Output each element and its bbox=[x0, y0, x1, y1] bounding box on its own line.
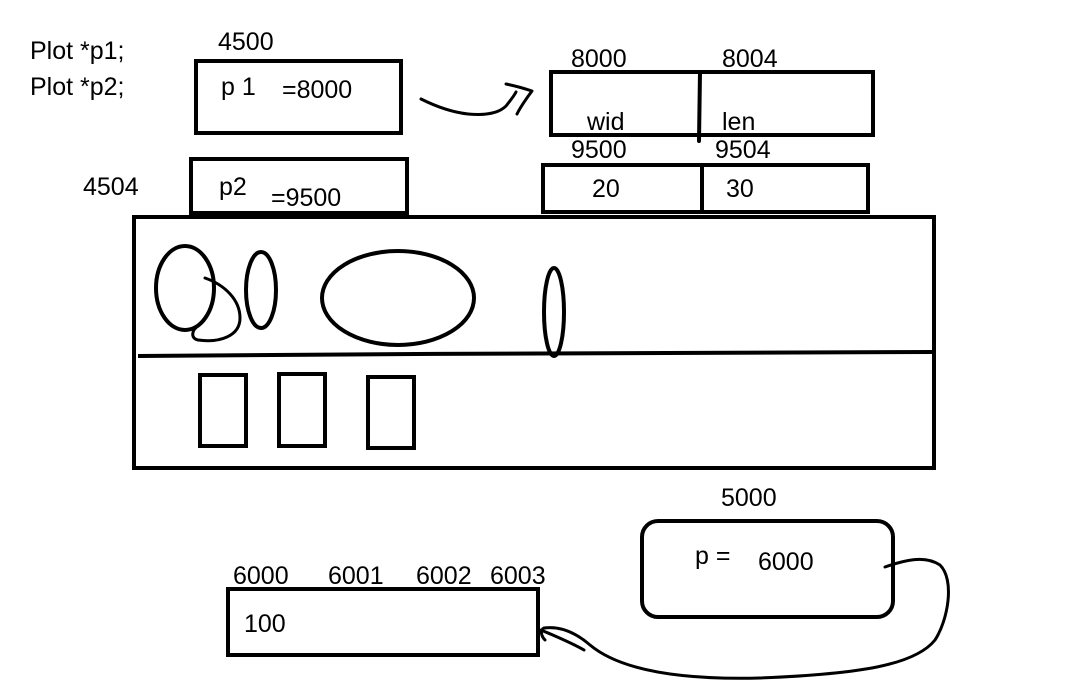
struct1-box bbox=[549, 70, 875, 137]
sketch-rect-2 bbox=[277, 372, 327, 448]
p2-address: 4504 bbox=[83, 173, 139, 201]
memory-region-divider bbox=[137, 350, 935, 358]
sketch-rect-1 bbox=[198, 373, 248, 448]
sketch-loop bbox=[191, 276, 242, 343]
sketch-rect-3 bbox=[366, 375, 416, 450]
struct2-address-wid: 9500 bbox=[571, 136, 627, 164]
sketch-ellipse-3 bbox=[320, 249, 476, 347]
p-label: p = bbox=[695, 542, 731, 570]
sketch-ellipse-2 bbox=[244, 250, 278, 330]
struct1-address-wid: 8000 bbox=[571, 45, 627, 73]
struct2-value-len: 30 bbox=[726, 175, 754, 203]
memory-region-box bbox=[132, 215, 936, 470]
int-address-6002: 6002 bbox=[416, 562, 472, 590]
int-address-6001: 6001 bbox=[328, 562, 384, 590]
p1-value: =8000 bbox=[282, 76, 353, 104]
p1-name: p 1 bbox=[221, 73, 256, 101]
p2-name: p2 bbox=[219, 173, 247, 201]
int-address-6003: 6003 bbox=[490, 562, 546, 590]
struct2-value-wid: 20 bbox=[592, 175, 620, 203]
p2-pointer-box bbox=[189, 157, 409, 215]
struct1-address-len: 8004 bbox=[722, 45, 778, 73]
struct1-field-wid: wid bbox=[587, 108, 625, 136]
p1-address: 4500 bbox=[218, 28, 274, 56]
int-block-box bbox=[226, 587, 540, 657]
p-value: 6000 bbox=[758, 548, 814, 576]
sketch-ellipse-4 bbox=[542, 266, 566, 358]
struct2-address-len: 9504 bbox=[715, 136, 771, 164]
declaration-p1: Plot *p1; bbox=[30, 37, 125, 65]
struct2-box bbox=[541, 163, 870, 214]
arrow-p-to-int-block bbox=[539, 557, 950, 680]
struct1-divider bbox=[697, 70, 702, 143]
p2-value: =9500 bbox=[271, 184, 342, 212]
struct1-field-len: len bbox=[722, 108, 756, 136]
int-value: 100 bbox=[244, 610, 286, 638]
sketch-ellipse-1 bbox=[154, 244, 216, 332]
int-address-6000: 6000 bbox=[233, 562, 289, 590]
declaration-p2: Plot *p2; bbox=[30, 73, 125, 101]
p-pointer-box bbox=[640, 519, 895, 619]
p1-pointer-box bbox=[194, 59, 403, 135]
p-address: 5000 bbox=[721, 484, 777, 512]
arrow-p1-to-struct1 bbox=[419, 82, 534, 116]
